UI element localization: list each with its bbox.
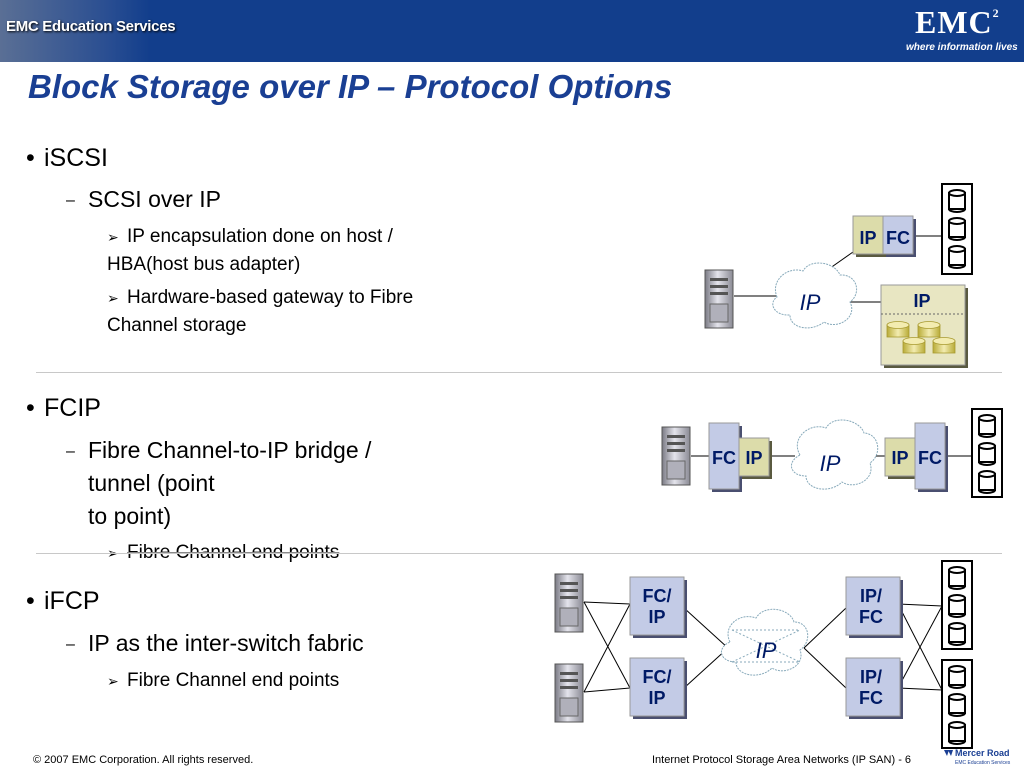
separator-2: [36, 553, 1002, 554]
ifcp-host-server-1: [554, 573, 584, 633]
point-iscsi-2-text: Hardware-based gateway to Fibre Channel …: [107, 287, 414, 336]
mercer-road-mark-icon: [944, 750, 953, 756]
disk-icon: [978, 414, 996, 438]
mercer-road-name: Mercer Road: [955, 748, 1010, 758]
header-bar: EMC Education Services EMC2 where inform…: [0, 0, 1024, 62]
footer-copyright: © 2007 EMC Corporation. All rights reser…: [33, 754, 254, 766]
ifcp-cloud-mesh: [731, 629, 801, 663]
disk-icon: [978, 470, 996, 494]
disk-icon: [948, 245, 966, 269]
iscsi-host-server: [704, 269, 734, 329]
fcip-fc-storage: [971, 408, 1003, 498]
point-iscsi-1: ➢IP encapsulation done on host / HBA(hos…: [107, 226, 393, 275]
ifcp-host-server-2: [554, 663, 584, 723]
mercer-road-logo: Mercer Road EMC Education Services: [944, 748, 1011, 766]
bullet-iscsi: •iSCSI: [26, 144, 108, 172]
bullet-ifcp-text: iFCP: [44, 587, 100, 615]
ifcp-gw-left-2-line-2: IP: [648, 688, 665, 708]
sub-iscsi-text: SCSI over IP: [88, 186, 221, 212]
sub-fcip: –Fibre Channel-to-IP bridge /: [66, 437, 372, 463]
disk-icon: [948, 189, 966, 213]
bullet-fcip: •FCIP: [26, 394, 101, 422]
ifcp-gw-left-1-line-2: IP: [648, 607, 665, 627]
fcip-bridge-left: FC IP: [708, 422, 772, 492]
iscsi-gateway-ip-label: IP: [859, 228, 876, 248]
ifcp-gateway-left-1: FC/ IP: [629, 576, 687, 638]
disk-icon: [948, 566, 966, 590]
ifcp-gateway-right-1: IP/ FC: [845, 576, 903, 638]
point-iscsi-1-text: IP encapsulation done on host / HBA(host…: [107, 226, 393, 275]
ifcp-fc-storage-1: [941, 560, 973, 650]
disk-icon: [948, 721, 966, 745]
point-ifcp-1-text: Fibre Channel end points: [127, 670, 340, 691]
header-world-map: [0, 0, 150, 62]
disk-icon: [948, 594, 966, 618]
iscsi-ip-cloud: [772, 262, 858, 329]
ifcp-gateway-left-2: FC/ IP: [629, 657, 687, 719]
disk-icon: [886, 321, 910, 338]
footer-course: Internet Protocol Storage Area Networks …: [652, 754, 911, 766]
bullet-ifcp: •iFCP: [26, 587, 100, 615]
bullet-fcip-text: FCIP: [44, 394, 101, 422]
sub-ifcp: –IP as the inter-switch fabric: [66, 630, 364, 656]
disk-icon: [948, 622, 966, 646]
disk-icon: [917, 321, 941, 338]
ifcp-gw-right-2-line-1: IP/: [860, 667, 882, 687]
point-fcip-1-text: Fibre Channel end points: [127, 542, 340, 563]
ifcp-gateway-right-2: IP/ FC: [845, 657, 903, 719]
fcip-cloud-label: IP: [820, 451, 841, 476]
sub-ifcp-text: IP as the inter-switch fabric: [88, 630, 364, 656]
disk-icon: [948, 665, 966, 689]
fcip-ip-cloud: [791, 419, 879, 490]
point-ifcp-1: ➢Fibre Channel end points: [107, 670, 340, 691]
sub-fcip-line-3: to point): [88, 503, 172, 529]
iscsi-fc-storage: [941, 183, 973, 275]
ifcp-links: [583, 601, 943, 693]
iscsi-diagram: IP IP FC IP: [704, 183, 973, 368]
emc-logo-sup: 2: [992, 6, 1000, 21]
fcip-right-ip-label: IP: [891, 448, 908, 468]
iscsi-cloud-label: IP: [800, 290, 821, 315]
separator-1: [36, 372, 1002, 373]
footer-page-number: - 6: [898, 754, 912, 766]
disk-icon: [978, 442, 996, 466]
sub-fcip-line-1: Fibre Channel-to-IP bridge /: [88, 437, 372, 463]
fcip-right-fc-label: FC: [918, 448, 942, 468]
emc-logo: EMC2: [915, 4, 1000, 41]
ifcp-fc-storage-2: [941, 659, 973, 749]
slide-title: Block Storage over IP – Protocol Options: [28, 68, 673, 105]
fcip-left-ip-label: IP: [745, 448, 762, 468]
header-brand: EMC Education Services: [6, 18, 176, 35]
fcip-bridge-right: IP FC: [884, 422, 948, 492]
sub-iscsi: –SCSI over IP: [66, 186, 221, 212]
iscsi-array-ip-label: IP: [913, 291, 930, 311]
ifcp-cloud-label: IP: [756, 638, 777, 663]
ifcp-gw-right-1-line-2: FC: [859, 607, 883, 627]
disk-icon: [902, 337, 926, 354]
fcip-host-server: [661, 426, 691, 486]
iscsi-native-array: IP: [880, 284, 968, 368]
fcip-left-fc-label: FC: [712, 448, 736, 468]
footer-course-title: Internet Protocol Storage Area Networks …: [652, 754, 896, 766]
fcip-diagram: FC IP IP IP FC: [661, 408, 1003, 498]
ifcp-gw-left-2-line-1: FC/: [643, 667, 672, 687]
emc-logo-text: EMC: [915, 4, 993, 40]
mercer-road-sub: EMC Education Services: [955, 760, 1011, 766]
point-iscsi-2: ➢Hardware-based gateway to Fibre Channel…: [107, 287, 414, 336]
disk-icon: [948, 693, 966, 717]
ifcp-diagram: FC/ IP FC/ IP IP IP/ FC IP/ FC: [554, 560, 973, 749]
disk-icon: [932, 337, 956, 354]
disk-icon: [948, 217, 966, 241]
iscsi-gateway-fc-label: FC: [886, 228, 910, 248]
iscsi-gateway: IP FC: [852, 215, 916, 257]
emc-tagline: where information lives: [906, 42, 1018, 53]
ifcp-gw-right-1-line-1: IP/: [860, 586, 882, 606]
ifcp-gw-left-1-line-1: FC/: [643, 586, 672, 606]
ifcp-gw-right-2-line-2: FC: [859, 688, 883, 708]
bullet-iscsi-text: iSCSI: [44, 144, 108, 172]
sub-fcip-line-2: tunnel (point: [88, 470, 215, 496]
